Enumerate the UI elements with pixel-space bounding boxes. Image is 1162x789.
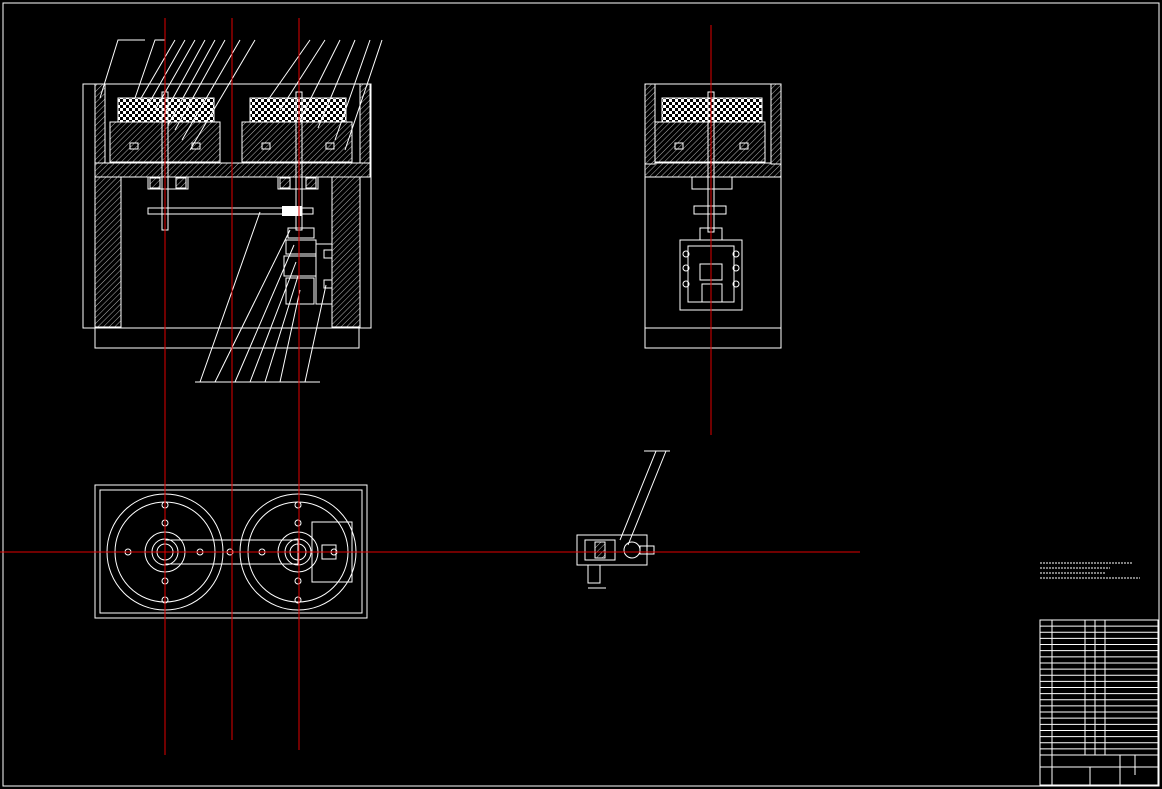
detail-view <box>576 450 670 589</box>
technical-notes <box>1040 562 1140 579</box>
title-block <box>1039 619 1159 786</box>
side-section-view <box>644 83 782 349</box>
centerlines <box>0 18 860 755</box>
